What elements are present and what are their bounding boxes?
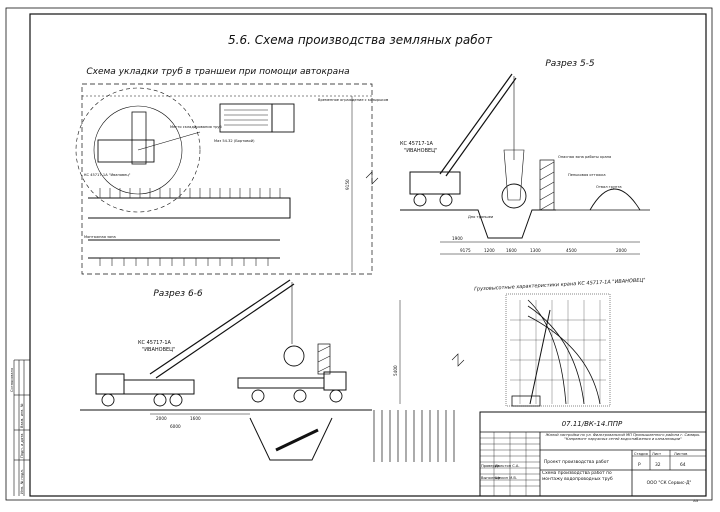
sec55-soil-label: Пеньковая оттяжка	[568, 173, 606, 177]
sec55-crane-label: КС 45717-1А	[400, 141, 434, 147]
tb-project-desc: Жилой застройки по ул. Фильтровальной МП…	[545, 433, 701, 442]
sec66-dim-1: 1600	[190, 416, 201, 421]
tb-row0-role: Проверил	[481, 464, 499, 468]
tb-stage: Р	[638, 462, 641, 468]
tb-stage-header: Стадия	[634, 452, 648, 456]
tb-format: А3	[693, 499, 698, 503]
sec55-dim-5: 4500	[566, 248, 577, 253]
sec55-danger-label: Опасная зона работы крана	[558, 155, 611, 159]
plan-install-label: Монтажная зона	[84, 235, 116, 239]
sec66-crane-label: КС 45717-1А	[138, 340, 172, 346]
side-strip: Согласовано Взам. инв. № Подп. и дата Ин…	[10, 359, 30, 496]
plan-site-boundary	[81, 83, 373, 275]
tb-row1-role: Выполнил	[481, 476, 500, 480]
tb-doc-code: 07.11/ВК-14.ППР	[562, 420, 623, 428]
side-label-replace: Взам. инв. №	[20, 403, 24, 428]
sec66-dim-0: 2000	[156, 416, 167, 421]
chart-title: Грузовысотные характеристики крана КС 45…	[474, 278, 646, 293]
sec66-pipe	[283, 345, 305, 367]
sec55-dim-6: 2000	[616, 248, 627, 253]
section-6-6: Разрез 6-6 КС 45717-1А "ИВАНОВЕЦ"	[80, 279, 465, 462]
sec66-boom	[149, 279, 291, 375]
side-label-agreed: Согласовано	[10, 368, 14, 392]
tb-sheets: 64	[680, 462, 686, 468]
plan-view: Схема укладки труб в траншеи при помощи …	[75, 67, 389, 275]
sec55-dim-3: 1600	[506, 248, 517, 253]
tb-sheets-header: Листов	[674, 452, 687, 456]
sec55-dump-label: Отвал грунта	[596, 185, 622, 189]
sec55-dim-1: 9175	[460, 248, 471, 253]
tb-project-desc-wrap: Жилой застройки по ул. Фильтровальной МП…	[545, 433, 701, 442]
tb-row1-name: Щекин М.В.	[495, 476, 517, 480]
tb-company: ООО "СК Сервис-Д"	[647, 480, 692, 486]
sec55-crane-name: "ИВАНОВЕЦ"	[404, 148, 437, 154]
sec66-dim-3: 5400	[393, 365, 398, 376]
sec55-crane-body	[409, 171, 461, 195]
plan-fence-label: Временное ограждение с козырьком	[318, 98, 389, 102]
crane-danger-circle	[75, 87, 201, 213]
plan-title: Схема укладки труб в траншеи при помощи …	[86, 67, 349, 77]
sec66-sheet-piles	[373, 410, 455, 462]
tb-project-name: Проект производства работ	[544, 458, 609, 465]
crane-work-circle	[93, 105, 183, 195]
tb-sheet: 32	[655, 462, 661, 468]
plan-zone-label: Место складирования труб	[170, 125, 222, 129]
plan-crane-label: КС 45717-1А "Ивановец"	[84, 173, 131, 177]
sec66-dim-2: 6000	[170, 424, 181, 429]
sec55-trench-profile	[400, 209, 556, 239]
section-6-6-title: Разрез 6-6	[153, 289, 203, 299]
sec66-trench	[249, 417, 333, 461]
section-5-5-title: Разрез 5-5	[545, 59, 595, 69]
sec55-dim-2: 1200	[484, 248, 495, 253]
sec66-flatbed	[237, 377, 325, 389]
plan-truck-body	[219, 103, 273, 133]
sec66-crane-name: "ИВАНОВЕЦ"	[142, 347, 175, 353]
sec66-trench-pipe	[275, 428, 319, 452]
sec55-support	[539, 159, 555, 211]
tb-row0-name: Дальтон С.А.	[495, 464, 519, 468]
plan-crane-body	[97, 139, 155, 163]
sec66-chassis	[123, 379, 195, 395]
section-5-5: Разрез 5-5 КС 45717-1А "ИВАНОВЕЦ" Опасна…	[400, 59, 650, 255]
tb-drawing-name: Схема производства работ по монтажу водо…	[542, 471, 613, 482]
plan-dim-9150: 9150	[345, 179, 350, 190]
sec66-cab	[95, 373, 125, 395]
sec55-bottom-label: Дно траншеи	[468, 215, 494, 219]
plan-trench-lower	[88, 239, 280, 266]
sec55-pipe	[501, 183, 527, 209]
inner-frame	[29, 13, 707, 497]
load-chart: Грузовысотные характеристики крана КС 45…	[474, 278, 646, 407]
plan-truck-label: Маз 54.32 (Бортовой)	[214, 139, 255, 143]
sec55-dim-0: 1900	[452, 236, 463, 241]
tb-drawing-name-wrap: Схема производства работ по монтажу водо…	[542, 471, 613, 482]
side-label-inv: Инв. № подл.	[20, 469, 24, 494]
title-block: 07.11/ВК-14.ППР Жилой застройки по ул. Ф…	[479, 411, 707, 503]
side-label-sign: Подп. и дата	[20, 434, 24, 458]
outer-frame	[5, 7, 713, 501]
sec55-soil-dump	[589, 188, 641, 211]
sec55-dim-4: 1300	[530, 248, 541, 253]
tb-sheet-header: Лист	[652, 452, 661, 456]
sec55-crane-boom	[439, 73, 513, 175]
plan-trench-upper	[88, 188, 291, 219]
sheet-title: 5.6. Схема производства земляных работ	[228, 33, 493, 47]
